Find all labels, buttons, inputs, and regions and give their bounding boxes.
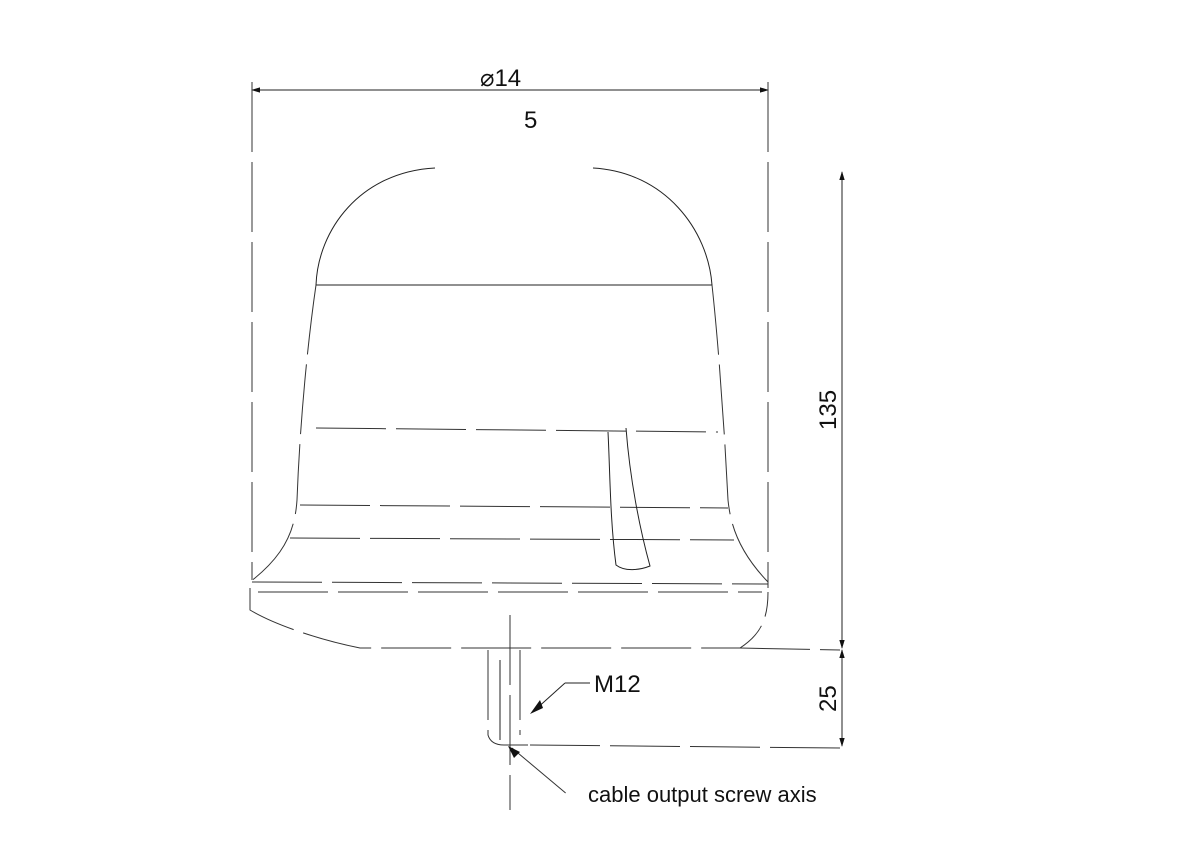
thread-stud: [487, 615, 841, 810]
height-thread-label: 25: [815, 685, 842, 712]
beacon-outline: [249, 167, 769, 649]
cable-axis-leader: cable output screw axis: [508, 746, 817, 807]
thread-leader: M12: [530, 671, 641, 714]
height-dimension: 135 25: [815, 171, 845, 747]
lens-left-side: [249, 284, 317, 583]
beacon-dome: [315, 167, 713, 286]
width-dimension: ⌀14 5: [251, 65, 769, 588]
cable-axis-label: cable output screw axis: [588, 782, 817, 807]
lens-right-side: [711, 284, 769, 583]
height-total-label: 135: [815, 390, 842, 430]
sub-dimension-label: 5: [524, 107, 537, 134]
diameter-label: ⌀14: [480, 65, 521, 92]
beacon-base: [249, 588, 769, 649]
reflector-fin: [607, 427, 651, 571]
thread-label: M12: [594, 671, 641, 698]
